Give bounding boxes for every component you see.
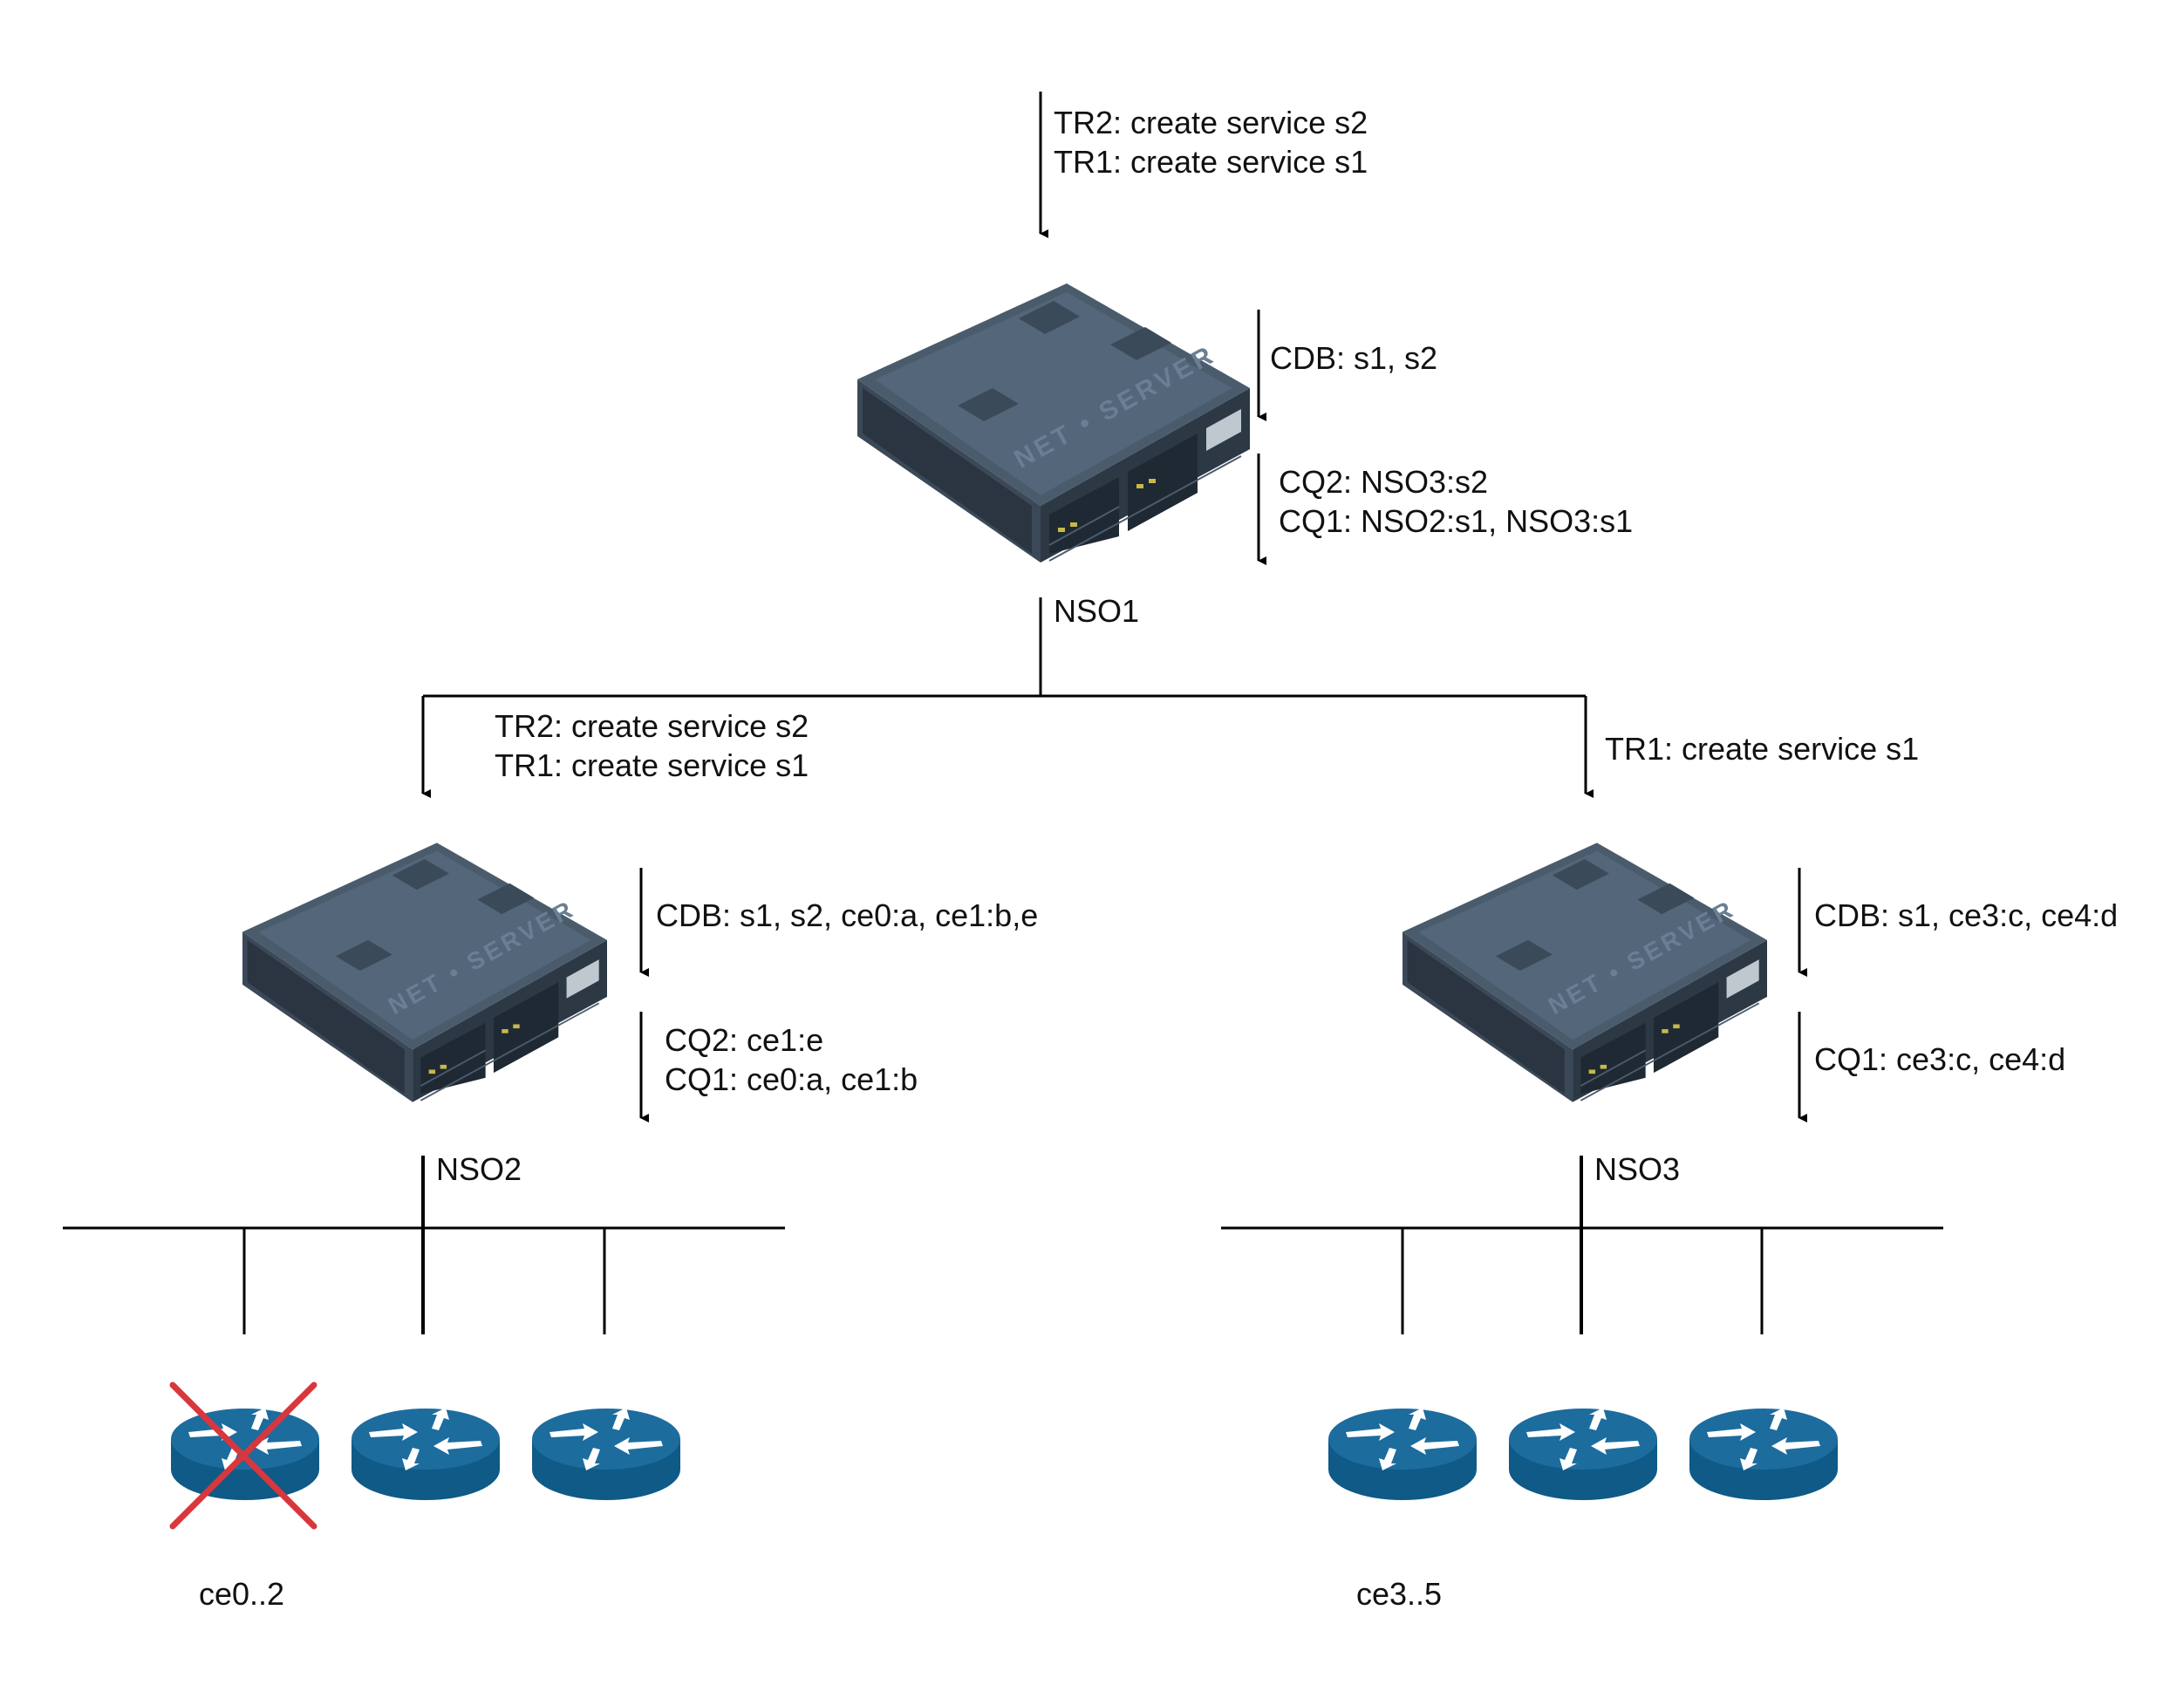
nso2-cdb-label: CDB: s1, s2, ce0:a, ce1:b,e: [656, 897, 1039, 933]
top-tr1-label: TR1: create service s1: [1054, 144, 1368, 180]
nso1-cdb-label: CDB: s1, s2: [1270, 340, 1438, 376]
nso1-name-label: NSO1: [1054, 593, 1140, 629]
nso2-name-label: NSO2: [436, 1151, 522, 1187]
nso3-cdb-label: CDB: s1, ce3:c, ce4:d: [1814, 897, 2119, 933]
router-ce5-icon: [1689, 1408, 1838, 1500]
nso2-cq2-label: CQ2: ce1:e: [665, 1022, 824, 1058]
failed-device-cross-icon: [169, 1381, 317, 1530]
nso1-cq1-label: CQ1: NSO2:s1, NSO3:s1: [1279, 503, 1634, 539]
nso2-devices-label: ce0..2: [199, 1576, 285, 1612]
nso2-network-bus: [63, 1156, 785, 1334]
router-ce2-icon: [532, 1408, 680, 1500]
left-branch-tr2-label: TR2: create service s2: [495, 708, 809, 744]
left-branch-tr1-label: TR1: create service s1: [495, 747, 809, 783]
top-tr2-label: TR2: create service s2: [1054, 105, 1368, 140]
nso2-server-icon: [242, 842, 607, 1103]
nso3-server-icon: [1403, 842, 1767, 1103]
nso3-cq1-label: CQ1: ce3:c, ce4:d: [1814, 1041, 2066, 1077]
nso3-name-label: NSO3: [1594, 1151, 1681, 1187]
nso1-cq2-label: CQ2: NSO3:s2: [1279, 464, 1489, 500]
right-branch-tr1-label: TR1: create service s1: [1605, 731, 1920, 767]
nso1-server-icon: [857, 283, 1250, 563]
router-ce4-icon: [1509, 1408, 1657, 1500]
nso3-devices-label: ce3..5: [1356, 1576, 1443, 1612]
nso3-network-bus: [1221, 1156, 1943, 1334]
nso2-cq1-label: CQ1: ce0:a, ce1:b: [665, 1061, 918, 1097]
router-ce1-icon: [351, 1408, 500, 1500]
router-ce3-icon: [1328, 1408, 1477, 1500]
